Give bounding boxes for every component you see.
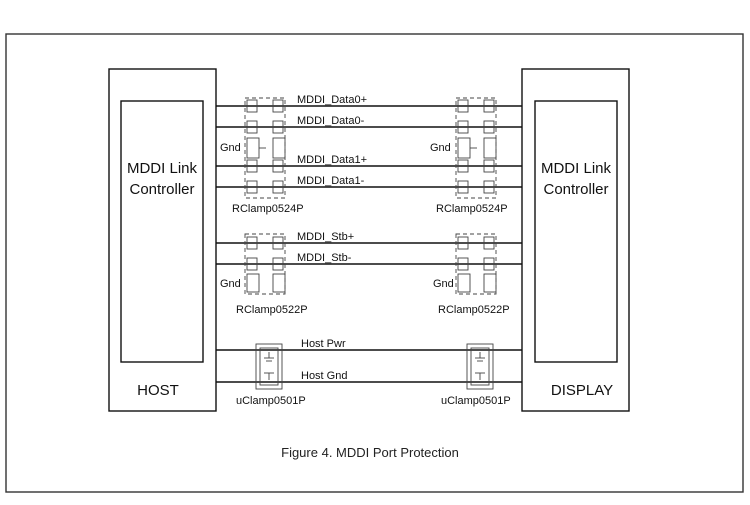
host-outer-box [108, 68, 217, 412]
signal-lines [216, 105, 522, 383]
stb-pos-label: MDDI_Stb+ [297, 231, 354, 243]
host-label: HOST [137, 382, 179, 399]
rclamp0522p-right-device [455, 233, 497, 295]
display-label: DISPLAY [551, 382, 613, 399]
figure-caption: Figure 4. MDDI Port Protection [281, 445, 459, 460]
host-controller-label-line1: MDDI Link [127, 160, 198, 177]
host-gnd-label: Host Gnd [301, 370, 347, 382]
stb-neg-label: MDDI_Stb- [297, 252, 352, 264]
rclamp0524p-right-device [455, 97, 497, 199]
display-controller-box [534, 100, 618, 363]
gnd-label-stb-left: Gnd [220, 278, 241, 290]
display-outer-box [521, 68, 630, 412]
host-block: MDDI Link Controller HOST [108, 68, 217, 412]
uclamp0501p-right-device [466, 343, 494, 390]
host-pwr-label: Host Pwr [301, 338, 346, 350]
gnd-label-stb-right: Gnd [433, 278, 454, 290]
rclamp0524p-right-label: RClamp0524P [436, 203, 508, 215]
rclamp0522p-right-label: RClamp0522P [438, 304, 510, 316]
rclamp0522p-left-device [244, 233, 286, 295]
data1-neg-label: MDDI_Data1- [297, 175, 365, 187]
rclamp0522p-left-label: RClamp0522P [236, 304, 308, 316]
gnd-label-data-left: Gnd [220, 142, 241, 154]
rclamp0524p-left-label: RClamp0524P [232, 203, 304, 215]
host-controller-label-line2: Controller [129, 181, 194, 198]
data0-neg-label: MDDI_Data0- [297, 115, 365, 127]
figure-frame [5, 33, 744, 493]
uclamp0501p-right-label: uClamp0501P [441, 395, 511, 407]
display-controller-label-line1: MDDI Link [541, 160, 612, 177]
data0-pos-label: MDDI_Data0+ [297, 94, 367, 106]
host-controller-box [120, 100, 204, 363]
gnd-label-data-right: Gnd [430, 142, 451, 154]
data1-pos-label: MDDI_Data1+ [297, 154, 367, 166]
display-block: MDDI Link Controller DISPLAY [521, 68, 630, 412]
uclamp0501p-left-device [255, 343, 283, 390]
rclamp0524p-left-device [244, 97, 286, 199]
display-controller-label-line2: Controller [543, 181, 608, 198]
uclamp0501p-left-label: uClamp0501P [236, 395, 306, 407]
